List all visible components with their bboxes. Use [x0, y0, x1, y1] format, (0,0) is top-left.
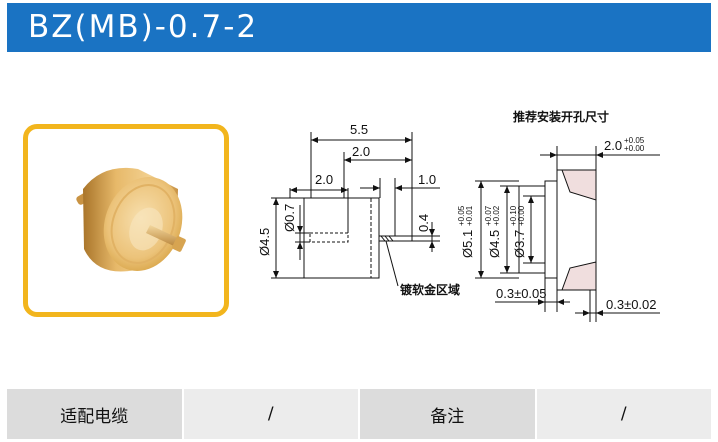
product-photo-frame [23, 124, 229, 317]
dim-d2: Ø4.5 [487, 230, 502, 258]
dim-d1: Ø5.1 [460, 230, 475, 258]
dim-d2-tol-upper: +0.07 [484, 205, 493, 226]
dim-bottom-left: 0.3±0.05 [496, 286, 547, 301]
dim-d1-tol-lower: +0.01 [465, 205, 474, 226]
dim-gap: 1.0 [418, 172, 436, 187]
dim-bottom-right: 0.3±0.02 [606, 297, 657, 312]
cable-label: 适配电缆 [7, 389, 182, 439]
dim-total-width: 5.5 [350, 122, 368, 137]
dim-d1-tol-upper: +0.05 [457, 205, 466, 226]
connector-photo [76, 167, 186, 272]
dim-body-width: 2.0 [352, 144, 370, 159]
dim-d3-tol-lower: +0.00 [517, 205, 526, 226]
dim-depth: 2.0 [604, 138, 622, 153]
title-bar: BZ(MB)-0.7-2 [7, 3, 711, 52]
dim-outer-diameter: Ø4.5 [257, 228, 272, 256]
dim-depth-tol-upper: +0.05 [624, 136, 645, 145]
dim-depth-tol-lower: +0.00 [624, 144, 645, 153]
spec-table: 适配电缆 / 备注 / [7, 389, 711, 439]
note-label: 备注 [358, 389, 535, 439]
dim-pin-thickness: 0.4 [416, 214, 431, 232]
dim-pin-length: 2.0 [315, 172, 333, 187]
cable-value: / [181, 389, 358, 439]
dim-d2-tol-lower: +0.02 [492, 205, 501, 226]
mounting-title: 推荐安装开孔尺寸 [513, 109, 609, 124]
note-value: / [534, 389, 711, 439]
dim-d3-tol-upper: +0.10 [509, 205, 518, 226]
plating-note: 镀软金区域 [400, 282, 460, 297]
page-title: BZ(MB)-0.7-2 [28, 9, 259, 45]
dim-pin-diameter: Ø0.7 [282, 204, 297, 232]
dim-d3: Ø3.7 [512, 230, 527, 258]
